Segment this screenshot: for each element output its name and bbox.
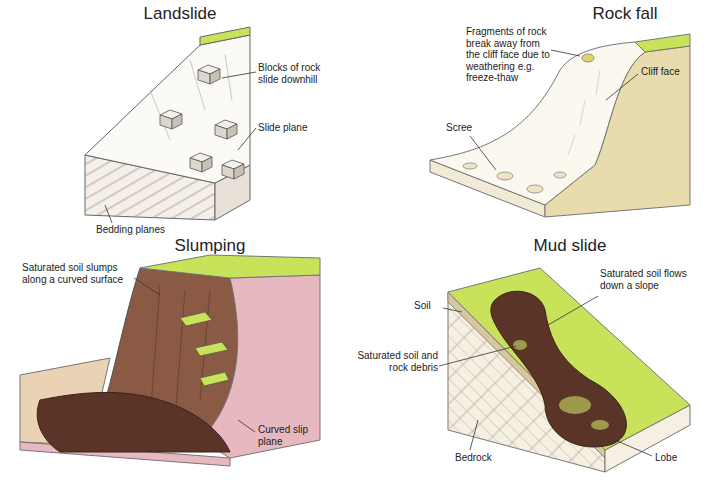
mudslide-block: [439, 268, 690, 472]
callout-label: Soil: [414, 300, 444, 312]
rock-fragment: [582, 54, 594, 62]
leader-line: [222, 72, 256, 78]
rock-block: [215, 120, 237, 139]
callout-label: Bedrock: [455, 452, 515, 464]
callout-label: Blocks of rock slide downhill: [258, 62, 338, 85]
rock-block: [190, 153, 212, 172]
slumped-turf: [180, 312, 212, 326]
leader-line: [105, 205, 112, 223]
callout-label: Fragments of rock break away from the cl…: [466, 26, 550, 84]
slip-plane-face: [200, 275, 320, 458]
callout-label: Saturated soil and rock debris: [352, 350, 438, 373]
mudflow: [491, 291, 627, 447]
slope-surface: [85, 35, 250, 183]
callout-label: Scree: [446, 122, 496, 134]
leader-line: [439, 346, 516, 366]
panel-title: Slumping: [140, 236, 280, 256]
panel-title: Landslide: [110, 4, 250, 24]
leader-line: [134, 278, 160, 295]
leader-line: [238, 128, 256, 150]
cliff-crack: [580, 100, 585, 125]
slumped-material: [37, 392, 230, 452]
panel-title: Rock fall: [560, 4, 690, 24]
cliff-crack: [596, 70, 600, 95]
cliff-crack: [568, 135, 575, 155]
leader-line: [443, 308, 462, 312]
callout-label: Cliff face: [641, 66, 697, 78]
callout-label: Bedding planes: [96, 224, 206, 236]
slumped-turf: [200, 372, 229, 386]
grass-slope: [448, 268, 690, 450]
cliff-and-scree-surface: [430, 42, 645, 205]
debris-patch: [559, 396, 591, 414]
leader-line: [606, 74, 638, 100]
grass-top: [635, 34, 690, 52]
callout-label: Saturated soil slumps along a curved sur…: [22, 262, 132, 285]
scree-rock: [497, 172, 513, 180]
grass-top: [200, 27, 250, 45]
scree-rock: [527, 185, 543, 193]
debris-patch: [591, 420, 609, 430]
callout-label: Curved slip plane: [258, 424, 318, 447]
slumped-turf: [195, 342, 228, 356]
callout-label: Lobe: [655, 452, 695, 464]
leader-line: [548, 296, 598, 325]
leader-line: [470, 136, 496, 170]
rock-block: [198, 65, 220, 84]
rock-block: [222, 160, 244, 179]
leader-line: [470, 420, 478, 450]
slumping-block: [20, 255, 320, 466]
panel-title: Mud slide: [500, 236, 640, 256]
scar-streak: [175, 290, 185, 420]
callout-label: Slide plane: [258, 122, 328, 134]
debris-patch: [513, 340, 527, 350]
scree-rock: [554, 172, 566, 178]
leader-line: [238, 420, 255, 432]
grass-top: [140, 255, 320, 278]
leader-line: [551, 50, 580, 56]
callout-label: Saturated soil flows down a slope: [600, 268, 700, 291]
landslide-block: [85, 27, 256, 223]
leader-line: [615, 440, 652, 456]
scree-rock: [463, 163, 477, 169]
rock-block: [160, 110, 182, 129]
